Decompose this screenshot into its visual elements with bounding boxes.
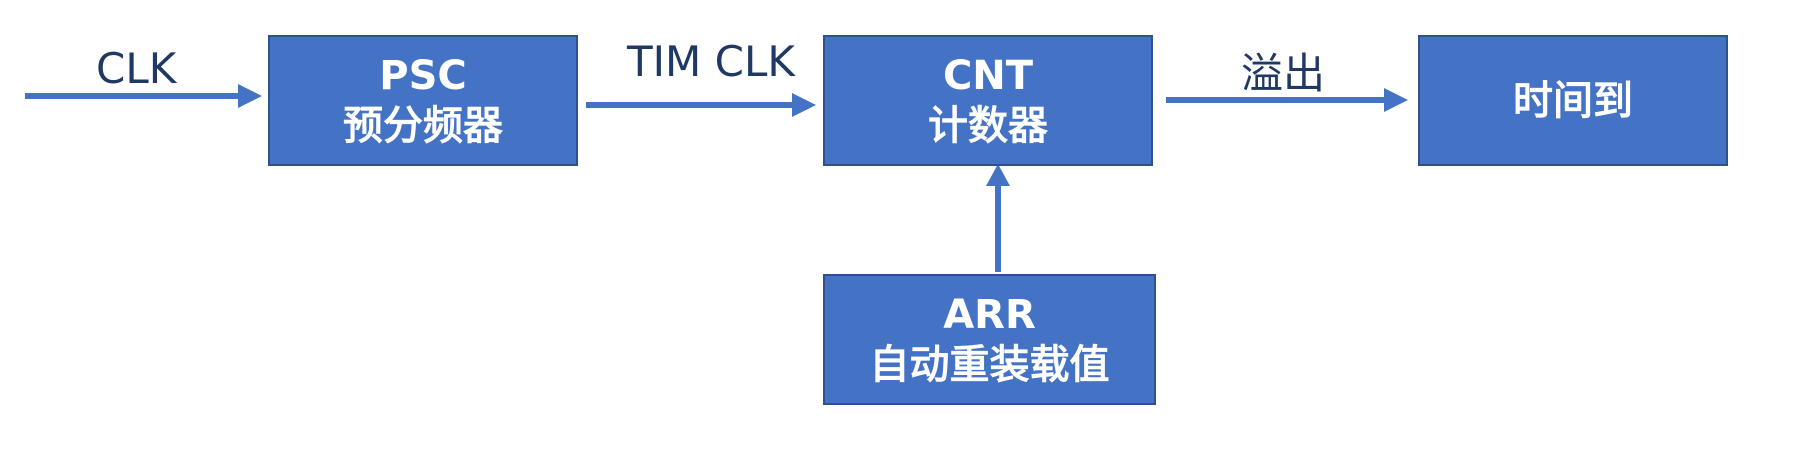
tim-clk-label: TIM CLK [627,37,795,86]
clk-arrow [25,84,262,108]
overflow-label: 溢出 [1241,49,1326,98]
cnt-counter-box: CNT 计数器 [823,35,1153,166]
psc-prescaler-box: PSC 预分频器 [268,35,578,166]
overflow-arrow [1166,88,1408,112]
arr-subtitle: 自动重装载值 [869,341,1110,388]
timeout-box: 时间到 [1418,35,1728,166]
arr-title: ARR [943,291,1036,338]
arr-auto-reload-box: ARR 自动重装载值 [823,274,1156,405]
cnt-title: CNT [942,52,1034,99]
tim-clk-arrow [586,93,816,117]
psc-title: PSC [379,52,467,99]
psc-subtitle: 预分频器 [343,102,503,149]
timeout-title: 时间到 [1513,77,1633,124]
arr-to-cnt-arrow [986,164,1010,272]
clk-label: CLK [96,44,177,93]
cnt-subtitle: 计数器 [928,102,1048,149]
